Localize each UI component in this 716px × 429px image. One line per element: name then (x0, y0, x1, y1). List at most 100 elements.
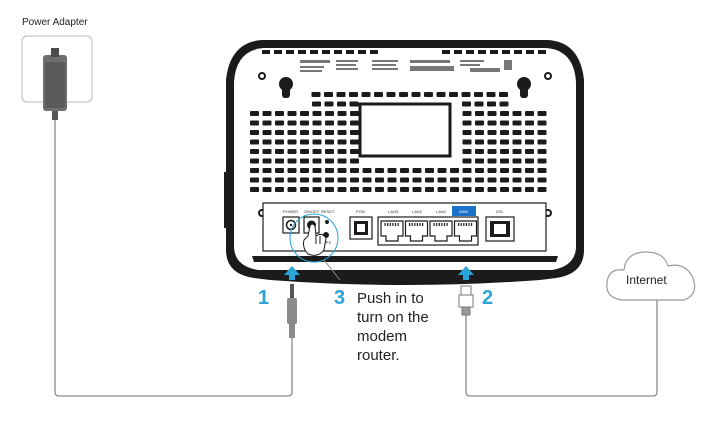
vent-slot (361, 92, 371, 97)
vent-slot (512, 168, 522, 173)
top-vent-slot (502, 50, 510, 54)
vent-slot (399, 92, 408, 97)
vent-slot (486, 92, 496, 97)
vent-slot (350, 111, 359, 116)
vent-slot (537, 130, 547, 135)
vent-slot (487, 139, 497, 145)
vent-slot (250, 177, 259, 183)
wps-label: WPS (322, 240, 331, 245)
step-1-arrow (284, 266, 300, 280)
vent-slot (450, 168, 459, 173)
vent-slot (250, 187, 259, 192)
vent-slot (262, 187, 272, 192)
vent-slot (512, 149, 522, 154)
vent-slot (462, 139, 472, 145)
port-pin (389, 223, 391, 226)
vent-slot (336, 92, 346, 97)
vent-slot (300, 130, 309, 135)
vent-slot (275, 187, 284, 192)
vent-slot (400, 177, 409, 183)
top-vent-slot (454, 50, 462, 54)
vent-slot (275, 111, 284, 116)
vent-slot (512, 177, 522, 183)
port-pin (409, 223, 411, 226)
vent-slot (412, 177, 422, 183)
vent-slot (362, 177, 372, 183)
vent-slot (512, 158, 522, 164)
port-pin (392, 223, 394, 226)
vent-slot (312, 158, 322, 164)
step-3-text-line-2: turn on the (357, 309, 429, 326)
vent-slot (475, 177, 484, 183)
vent-slot (400, 168, 409, 173)
ethernet-plug (458, 285, 474, 316)
vent-slot (537, 158, 547, 164)
vent-slot (337, 187, 347, 192)
vent-slot (450, 187, 459, 192)
vent-slot (386, 92, 396, 97)
port-pin (416, 223, 418, 226)
vent-slot (525, 177, 534, 183)
vent-slot (450, 177, 459, 183)
vent-slot (325, 111, 334, 116)
port-pin (436, 223, 438, 226)
vent-slot (512, 130, 522, 135)
vent-slot (300, 158, 309, 164)
vent-slot (325, 139, 334, 145)
vent-slot (337, 177, 347, 183)
port-pin (458, 223, 460, 226)
vent-slot (262, 158, 272, 164)
top-vent-slot (358, 50, 366, 54)
vent-slot (425, 187, 434, 192)
vent-slot (500, 120, 509, 126)
vent-slot (425, 177, 434, 183)
vent-slot (275, 130, 284, 135)
step-3-text-line-1: Push in to (357, 290, 424, 307)
wan-label: WAN (459, 209, 468, 214)
vent-slot (512, 120, 522, 126)
vent-slot (262, 177, 272, 183)
vent-slot (275, 120, 284, 126)
vent-slot (262, 139, 272, 145)
vent-slot (287, 168, 297, 173)
vent-slot (350, 139, 359, 145)
vent-slot (312, 120, 322, 126)
vent-slot (349, 101, 359, 107)
onoff-label: ON/OFF (304, 209, 320, 214)
vent-slot (250, 168, 259, 173)
vent-slot (325, 177, 334, 183)
step-1-number: 1 (258, 287, 269, 309)
vent-slot (375, 177, 384, 183)
vent-slot (374, 92, 383, 97)
vent-slot (350, 158, 359, 164)
vent-slot (275, 168, 284, 173)
vent-slot (375, 168, 384, 173)
port-pin (463, 223, 465, 226)
top-vent-slot (514, 50, 522, 54)
vent-slot (462, 111, 472, 116)
vent-slot (500, 177, 509, 183)
vent-slot (325, 168, 334, 173)
vent-slot (475, 111, 484, 116)
port-pin (441, 223, 443, 226)
vent-slot (499, 101, 509, 107)
vent-slot (411, 92, 421, 97)
vent-slot (262, 149, 272, 154)
vent-slot (462, 101, 471, 107)
vent-slot (512, 111, 522, 116)
vent-slot (287, 120, 297, 126)
vent-slot (487, 101, 496, 107)
vent-slot (537, 187, 547, 192)
power-adapter-label: Power Adapter (22, 17, 88, 28)
vent-slot (537, 139, 547, 145)
vent-slot (500, 139, 509, 145)
internet-cloud: Internet (606, 251, 696, 301)
vent-slot (525, 149, 534, 154)
vent-slot (487, 111, 497, 116)
port-pin (387, 223, 389, 226)
power-plug (287, 284, 297, 338)
vent-slot (500, 187, 509, 192)
vent-slot (412, 187, 422, 192)
vent-slot (337, 111, 347, 116)
vent-slot (349, 92, 358, 97)
